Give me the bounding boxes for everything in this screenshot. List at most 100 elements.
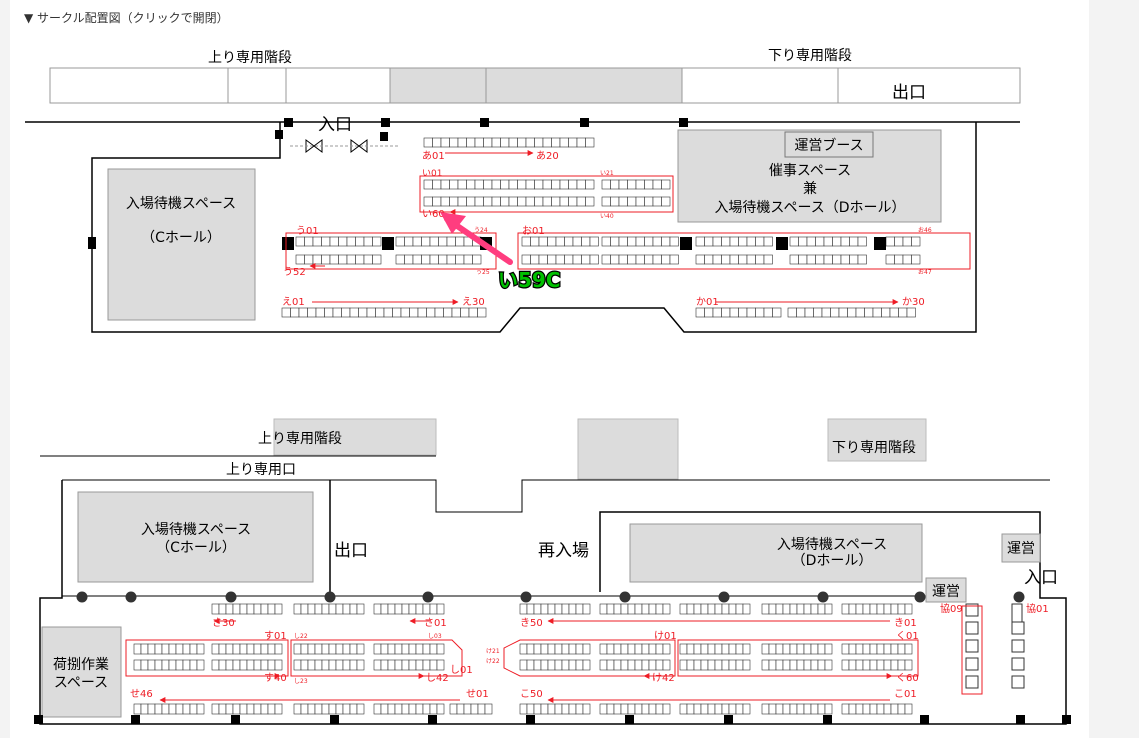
label-shi22: し22 (294, 633, 308, 640)
table-row (885, 254, 921, 265)
upper-corridor-gray (389, 67, 683, 104)
booth-table (1011, 657, 1025, 671)
booth-table (965, 639, 979, 653)
pillar (776, 237, 788, 250)
table-row (761, 603, 833, 615)
top-stairs-down: 下り専用階段 (768, 48, 852, 64)
pillar (1062, 715, 1071, 724)
top-stairs-up: 上り専用階段 (208, 50, 292, 66)
bottom-loading-space (41, 626, 122, 718)
top-tables (281, 137, 921, 318)
top-waiting-c (107, 168, 256, 321)
table-row (293, 643, 365, 655)
label-sa30: さ30 (212, 617, 235, 629)
svg-text:（Dホール）: （Dホール） (792, 553, 873, 569)
label-o47: お47 (918, 269, 932, 276)
label-e01: え01 (282, 296, 305, 308)
svg-text:スペース: スペース (54, 675, 108, 691)
table-row (841, 659, 913, 671)
table-row (599, 703, 671, 715)
pillar (231, 715, 240, 724)
pillar (823, 715, 832, 724)
svg-text:（Cホール）: （Cホール） (156, 540, 236, 556)
table-row (423, 179, 595, 190)
pillar (1016, 715, 1025, 724)
table-row (679, 703, 751, 715)
pillar (131, 715, 140, 724)
table-row (695, 307, 782, 318)
table-row (373, 603, 445, 615)
table-row (133, 659, 205, 671)
table-row (695, 236, 773, 247)
post (619, 591, 631, 603)
label-ku01: く01 (896, 631, 919, 642)
table-row (761, 659, 833, 671)
label-ka01: か01 (696, 296, 719, 308)
label-se46: せ46 (130, 688, 153, 700)
table-row (695, 254, 773, 265)
table-row (789, 254, 867, 265)
table-row (521, 236, 599, 247)
top-hall-outline (91, 122, 977, 333)
svg-text:入場待機スペース（Dホール）: 入場待機スペース（Dホール） (714, 200, 905, 216)
table-row (841, 603, 913, 615)
bottom-posts (34, 591, 1071, 724)
label-a01: あ01 (422, 150, 445, 162)
table-row (293, 603, 365, 615)
post (914, 591, 926, 603)
table-row (761, 643, 833, 655)
table-row (133, 703, 205, 715)
table-row (211, 603, 283, 615)
bottom-map: 上り専用階段 下り専用階段 上り専用口 入場待機スペース （Cホール） 出口 再… (34, 418, 1071, 725)
table-row (601, 179, 671, 190)
pillar (382, 237, 394, 250)
bottom-hall-outline (39, 480, 1067, 725)
pillar (724, 715, 733, 724)
label-o46: お46 (918, 227, 932, 234)
left-gutter (0, 0, 10, 738)
top-staff-booth (784, 131, 874, 158)
map-toggle[interactable]: ▼ サークル配置図（クリックで開閉） (24, 11, 229, 25)
pillar (526, 715, 535, 724)
table-row (395, 254, 482, 265)
table-row (599, 643, 671, 655)
table-row (841, 703, 913, 715)
table-row (293, 703, 365, 715)
label-ko01: こ01 (894, 689, 917, 700)
table-row (293, 659, 365, 671)
right-gutter (1089, 0, 1139, 738)
pillar (680, 237, 692, 250)
post (422, 591, 434, 603)
post (76, 591, 88, 603)
top-exit: 出口 (892, 83, 926, 103)
label-su01: す01 (264, 630, 287, 642)
label-su40: す40 (264, 672, 287, 684)
booth-table (1011, 675, 1025, 689)
table-row (599, 659, 671, 671)
pillar (428, 715, 437, 724)
post (1013, 591, 1025, 603)
label-i40: い40 (600, 213, 614, 220)
table-row (761, 703, 833, 715)
table-row (787, 307, 916, 318)
svg-text:兼: 兼 (803, 181, 817, 197)
table-row (521, 254, 599, 265)
post (324, 591, 336, 603)
label-ke22: け22 (486, 658, 500, 665)
pillar (920, 715, 929, 724)
table-row (679, 659, 751, 671)
bottom-tables (133, 603, 1025, 715)
pillar (34, 715, 43, 724)
label-ke01: け01 (654, 630, 677, 642)
svg-text:入場待機スペース: 入場待機スペース (126, 196, 236, 212)
label-i60: い60 (422, 209, 445, 220)
label-i21: い21 (600, 170, 614, 177)
table-row (211, 643, 283, 655)
label-shi23: し23 (294, 678, 308, 685)
table-row (373, 643, 445, 655)
pillar (282, 237, 294, 250)
table-row (679, 643, 751, 655)
post (520, 591, 532, 603)
label-shi01: し01 (450, 664, 473, 676)
